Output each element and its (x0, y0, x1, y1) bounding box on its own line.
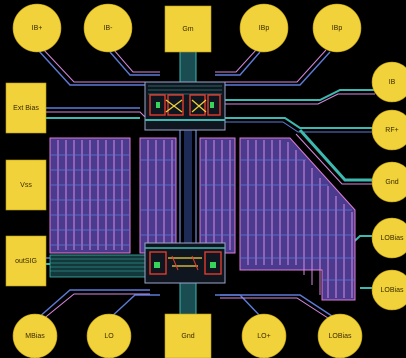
pad-label: IBp (332, 25, 343, 32)
resistor-array-left (49, 137, 177, 278)
pad-bottom-2: LO (86, 313, 132, 358)
pad-bottom-1: MBias (12, 313, 58, 358)
pad-right-4: LOBias (371, 217, 406, 259)
pad-row-bottom: MBias LO Gnd LO+ LOBias (12, 313, 363, 358)
pad-top-1: IB+ (12, 3, 62, 53)
core-device-top (144, 81, 226, 131)
pad-row-top: IB+ IB- Gm IBp IBp (12, 3, 362, 53)
pad-label: Ext Bias (13, 105, 39, 112)
pad-column-right: IB RF+ Gnd LOBias LOBias (371, 61, 406, 311)
pad-top-2: IB- (83, 3, 133, 53)
pad-label: IBp (259, 25, 270, 32)
pad-label: IB (389, 79, 396, 86)
pad-label: LOBias (329, 333, 352, 340)
pad-label: Gnd (385, 179, 398, 186)
pad-label: Gnd (181, 333, 194, 340)
pad-column-left: Ext Bias Vss outSIG (5, 82, 47, 287)
pad-label: LO (104, 333, 114, 340)
pad-top-4: IBp (239, 3, 289, 53)
resistor-array-right (199, 137, 356, 301)
core-device-bottom (144, 242, 226, 284)
pad-label: RF+ (385, 127, 398, 134)
pad-label: IB+ (32, 25, 43, 32)
pad-label: LOBias (381, 235, 404, 242)
pad-right-2: RF+ (371, 109, 406, 151)
pad-top-5: IBp (312, 3, 362, 53)
pad-bottom-4: LO+ (241, 313, 287, 358)
pad-left-1: Ext Bias (5, 82, 47, 134)
pad-label: IB- (104, 25, 114, 32)
pad-label: MBias (25, 333, 45, 340)
pad-right-3: Gnd (371, 161, 406, 203)
pad-right-5: LOBias (371, 269, 406, 311)
pad-label: Vss (20, 182, 32, 189)
pad-right-1: IB (371, 61, 406, 103)
pad-bottom-3: Gnd (164, 313, 212, 358)
pad-top-3: Gm (164, 5, 212, 53)
pad-label: LO+ (257, 333, 270, 340)
pad-label: Gm (182, 26, 193, 33)
pad-left-2: Vss (5, 159, 47, 211)
pad-bottom-5: LOBias (317, 313, 363, 358)
pad-label: outSIG (15, 258, 37, 265)
pad-label: LOBias (381, 287, 404, 294)
pad-left-3: outSIG (5, 235, 47, 287)
